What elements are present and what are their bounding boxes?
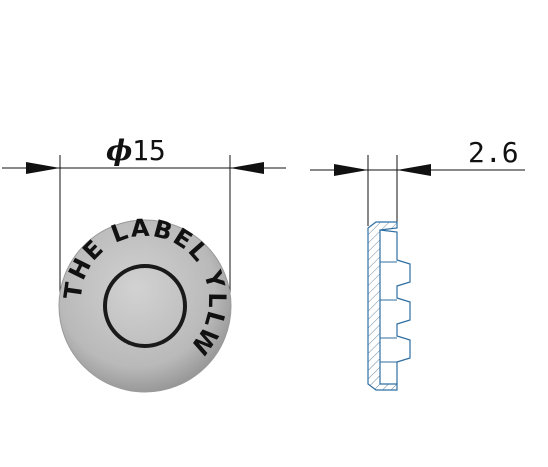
cap-section-profile [367,221,411,391]
front-view: ϕ 15 THE LABEL YLLW [2,134,286,393]
diameter-symbol: ϕ [106,134,132,167]
side-right-arrow [397,164,431,176]
left-arrow [26,162,60,174]
cap-inner-ring [103,264,187,348]
side-view: 2.6 [310,136,525,391]
section-hatch [367,221,398,391]
diameter-dimension [2,162,286,174]
diameter-value: 15 [132,134,166,167]
side-left-arrow [334,164,368,176]
section-inner-outline [379,229,411,384]
thickness-value: 2.6 [468,136,519,169]
cap-outer-disc [58,219,232,393]
thickness-dimension [310,164,525,176]
right-arrow [230,162,264,174]
